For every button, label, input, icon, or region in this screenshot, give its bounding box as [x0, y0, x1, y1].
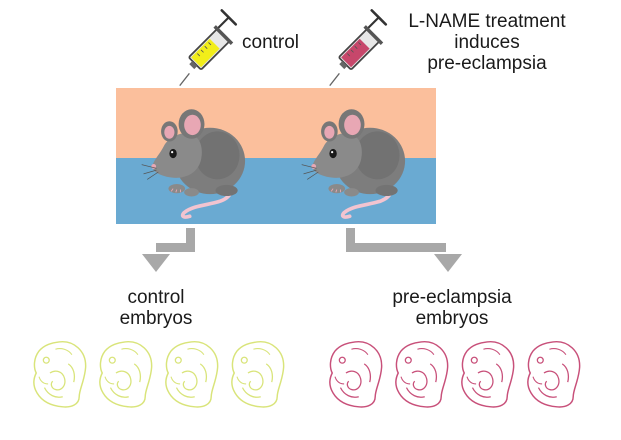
- control-embryo-icon: [33, 340, 87, 408]
- preeclampsia-embryo-icon: [395, 340, 449, 408]
- control-embryos-label-line-1: control: [127, 287, 185, 308]
- treatment-label: L-NAME treatment induces pre-eclampsia: [398, 11, 576, 74]
- preeclampsia-embryos-label-line-1: pre-eclampsia: [392, 287, 512, 308]
- control-embryos-label-line-2: embryos: [119, 308, 193, 329]
- treatment-label-line-1: L-NAME treatment: [408, 11, 566, 32]
- control-embryo-icon: [231, 340, 285, 408]
- arrow-to-preeclampsia-embryos: [346, 228, 462, 272]
- control-embryo-icon: [165, 340, 219, 408]
- preeclampsia-embryos-label: pre-eclampsia embryos: [372, 287, 532, 329]
- treatment-syringe-icon: [328, 9, 388, 87]
- preeclampsia-embryos-label-line-2: embryos: [415, 308, 489, 329]
- treatment-label-line-3: pre-eclampsia: [427, 53, 547, 74]
- control-embryos-label: control embryos: [96, 287, 216, 329]
- control-embryo-icon: [99, 340, 153, 408]
- preeclampsia-embryo-icon: [329, 340, 383, 408]
- arrow-to-control-embryos: [142, 228, 195, 272]
- preeclampsia-embryos-group: [329, 340, 581, 408]
- control-syringe-icon: [178, 9, 238, 87]
- treatment-label-line-2: induces: [454, 32, 520, 53]
- control-syringe-label: control: [242, 32, 299, 53]
- control-embryos-group: [33, 340, 285, 408]
- preeclampsia-embryo-icon: [461, 340, 515, 408]
- preeclampsia-embryo-icon: [527, 340, 581, 408]
- control-label-text: control: [242, 32, 300, 53]
